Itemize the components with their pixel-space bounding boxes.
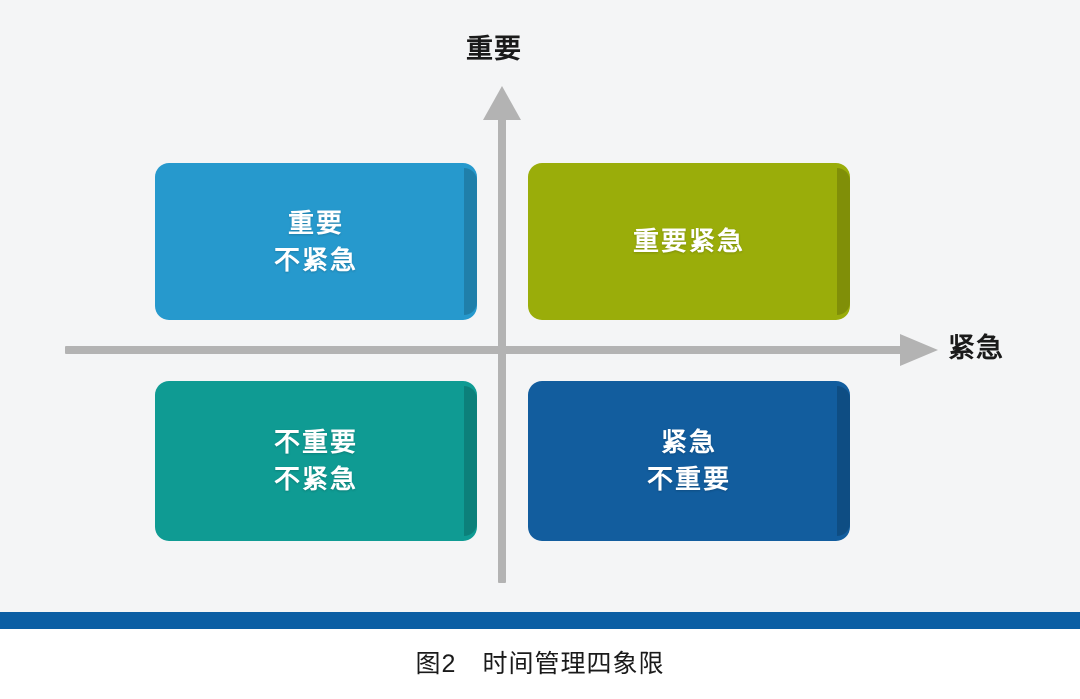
quadrant-label-line: 不紧急: [273, 464, 358, 494]
quadrant-label-line: 紧急: [660, 427, 717, 458]
quadrant-important-not-urgent[interactable]: 重要 不紧急: [155, 163, 477, 320]
quadrant-label-line: 不紧急: [273, 244, 358, 275]
horizontal-divider: [0, 612, 1080, 629]
quadrant-urgent-not-important[interactable]: 紧急 不重要: [528, 381, 850, 541]
time-management-matrix-diagram: 重要 紧急 重要 不紧急 重要紧急 不重要 不紧急 紧急 不重要: [65, 34, 1004, 583]
right-arrow-icon: [900, 334, 938, 366]
vertical-axis-line: [498, 112, 506, 583]
quadrant-label-line: 重要: [287, 207, 344, 238]
quadrant-label-line: 不重要: [273, 427, 358, 458]
quadrant-label-line: 重要紧急: [632, 226, 745, 257]
quadrant-label-line: 不重要: [646, 464, 731, 494]
quadrant-not-important-not-urgent[interactable]: 不重要 不紧急: [155, 381, 477, 541]
up-arrow-icon: [483, 86, 521, 120]
horizontal-axis-line: [65, 346, 910, 354]
horizontal-axis-label: 紧急: [948, 333, 1004, 363]
figure-caption: 图2 时间管理四象限: [415, 649, 665, 678]
vertical-axis-label: 重要: [466, 34, 522, 64]
caption-area: 图2 时间管理四象限: [0, 629, 1080, 699]
quadrant-important-urgent[interactable]: 重要紧急: [528, 163, 850, 320]
